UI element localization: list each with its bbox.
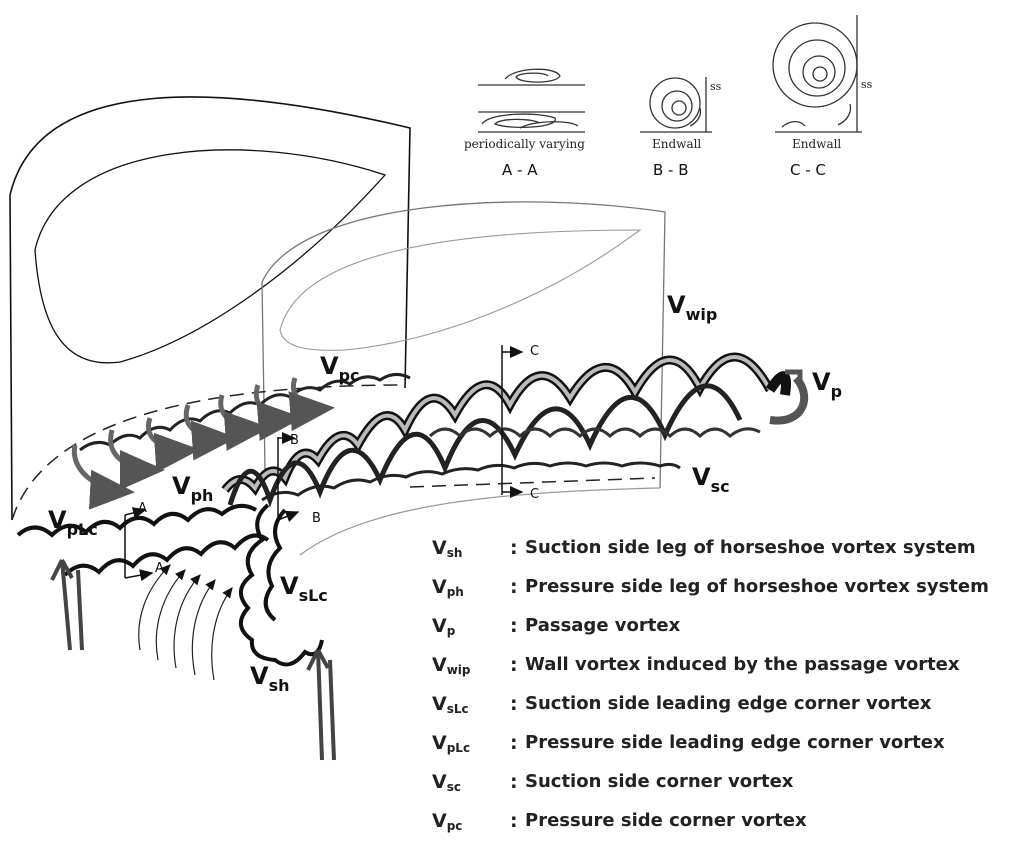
section-b-sketch — [640, 77, 712, 132]
label-v-sc: Vsc — [692, 463, 730, 496]
legend-separator: : — [510, 693, 518, 715]
section-c-wall-label: Endwall — [792, 137, 841, 151]
legend-separator: : — [510, 810, 518, 832]
section-c-side-label: ss — [861, 78, 873, 91]
legend-description: Pressure side leg of horseshoe vortex sy… — [525, 576, 989, 597]
legend-row: Vsc : Suction side corner vortex — [432, 771, 1007, 810]
section-a-sketch — [478, 69, 585, 132]
legend-separator: : — [510, 537, 518, 559]
legend-row: Vph : Pressure side leg of horseshoe vor… — [432, 576, 1007, 615]
legend-symbol: Vpc — [432, 810, 462, 833]
label-v-ph: Vph — [172, 472, 213, 505]
cut-a-top: A — [138, 501, 147, 516]
label-v-pc: Vpc — [320, 352, 360, 385]
legend-description: Suction side leading edge corner vortex — [525, 693, 931, 714]
legend-row: Vwip : Wall vortex induced by the passag… — [432, 654, 1007, 693]
legend-separator: : — [510, 732, 518, 754]
legend-description: Wall vortex induced by the passage vorte… — [525, 654, 960, 675]
legend-symbol: VsLc — [432, 693, 469, 716]
cut-b-top: B — [290, 433, 299, 448]
legend-row: Vsh : Suction side leg of horseshoe vort… — [432, 537, 1007, 576]
legend-separator: : — [510, 576, 518, 598]
legend-row: VsLc : Suction side leading edge corner … — [432, 693, 1007, 732]
section-a-label: A - A — [502, 161, 538, 179]
legend-separator: : — [510, 615, 518, 637]
legend-symbol: VpLc — [432, 732, 470, 755]
legend-row: Vp : Passage vortex — [432, 615, 1007, 654]
section-b-label: B - B — [653, 161, 689, 179]
front-blade — [10, 97, 410, 520]
section-b-side-label: ss — [710, 80, 722, 93]
cut-c-bottom: C — [530, 487, 539, 502]
legend-row: Vpc : Pressure side corner vortex — [432, 810, 1007, 842]
legend-symbol: Vwip — [432, 654, 471, 677]
label-v-slc: VsLc — [280, 572, 328, 605]
label-v-wip: Vwip — [667, 291, 717, 324]
endwall-dashed-lines — [12, 385, 655, 520]
cut-a-bottom: A — [155, 561, 164, 576]
inlet-flow-arrows — [139, 565, 232, 680]
cut-c-top: C — [530, 344, 539, 359]
section-c-sketch — [773, 15, 862, 132]
legend-symbol: Vsc — [432, 771, 461, 794]
legend-row: VpLc : Pressure side leading edge corner… — [432, 732, 1007, 771]
section-a-caption: periodically varying — [464, 137, 585, 151]
legend-symbol: Vsh — [432, 537, 462, 560]
legend-description: Suction side corner vortex — [525, 771, 793, 792]
legend: Vsh : Suction side leg of horseshoe vort… — [432, 537, 1007, 842]
legend-description: Pressure side leading edge corner vortex — [525, 732, 945, 753]
legend-symbol: Vph — [432, 576, 464, 599]
legend-description: Suction side leg of horseshoe vortex sys… — [525, 537, 976, 558]
section-b-wall-label: Endwall — [652, 137, 701, 151]
label-v-p: Vp — [812, 368, 842, 401]
section-c-label: C - C — [790, 161, 826, 179]
legend-description: Passage vortex — [525, 615, 680, 636]
cut-b-bottom: B — [312, 511, 321, 526]
legend-separator: : — [510, 654, 518, 676]
legend-symbol: Vp — [432, 615, 455, 638]
label-v-sh: Vsh — [250, 662, 290, 695]
legend-description: Pressure side corner vortex — [525, 810, 807, 831]
legend-separator: : — [510, 771, 518, 793]
